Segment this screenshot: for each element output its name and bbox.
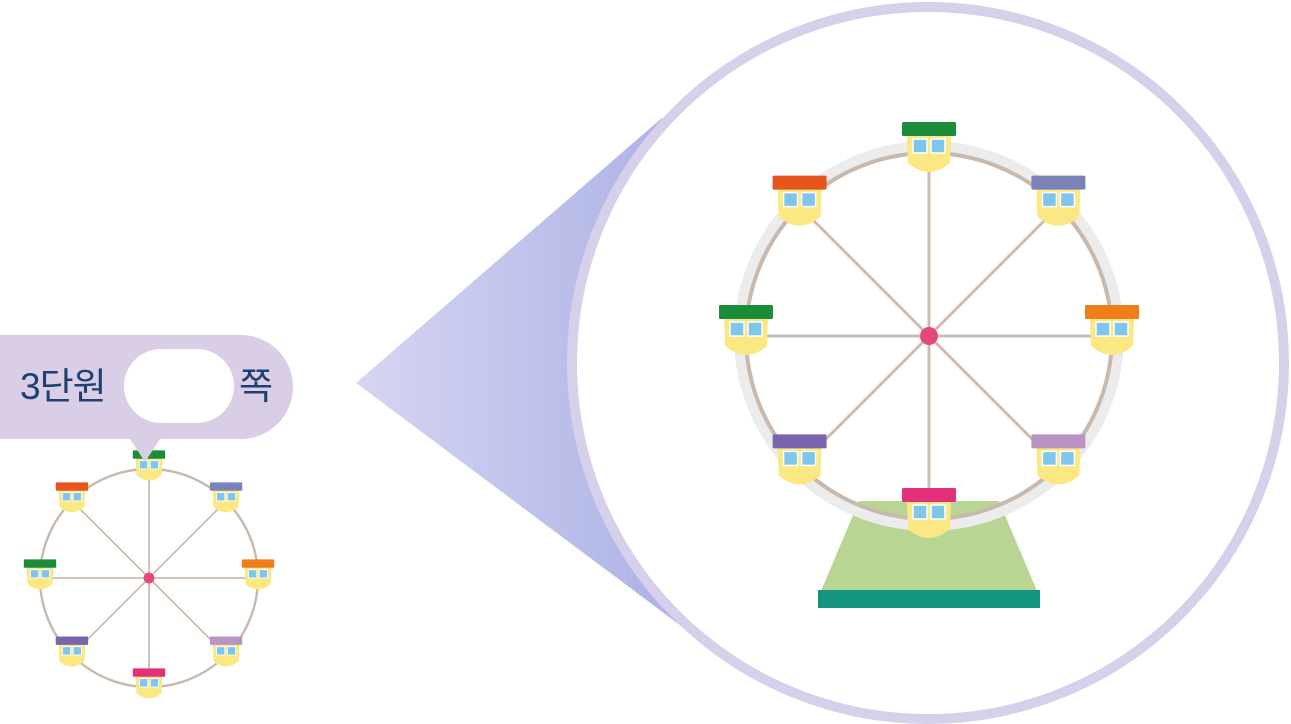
gondola-window xyxy=(216,646,226,656)
gondola-roof xyxy=(719,305,773,319)
gondola-window xyxy=(247,569,258,579)
gondola-window xyxy=(930,504,946,520)
wheel-spoke xyxy=(71,500,150,579)
gondola-upper-right xyxy=(209,482,243,513)
gondola-window xyxy=(216,492,226,502)
gondola-window xyxy=(61,646,72,656)
wheel-base-bar xyxy=(818,590,1040,608)
gondola-window xyxy=(72,492,82,502)
gondola-roof xyxy=(772,175,827,190)
gondola-roof xyxy=(55,636,89,645)
gondola-window xyxy=(29,569,40,579)
gondola-upper-left xyxy=(772,175,827,226)
gondola-bottom xyxy=(902,488,956,538)
wheel-spoke xyxy=(798,205,931,338)
gondola-window xyxy=(226,646,237,656)
gondola-window xyxy=(912,138,928,154)
gondola-roof xyxy=(55,482,89,491)
gondola-top xyxy=(902,122,956,172)
gondola-window xyxy=(782,191,799,208)
wheel-spoke xyxy=(148,500,227,579)
gondola-window xyxy=(1059,450,1076,467)
gondola-lower-left xyxy=(55,636,89,667)
gondola-window xyxy=(72,646,82,656)
gondola-right xyxy=(1085,305,1139,355)
gondola-window xyxy=(149,678,160,688)
gondola-roof xyxy=(23,559,57,568)
gondola-window xyxy=(1041,450,1058,467)
wheel-hub xyxy=(920,327,938,345)
gondola-window xyxy=(61,492,72,502)
gondola-window xyxy=(138,678,149,688)
bubble-pointer xyxy=(128,436,162,462)
gondola-window xyxy=(226,492,237,502)
gondola-upper-left xyxy=(55,482,89,513)
gondola-window xyxy=(1041,191,1058,208)
gondola-left xyxy=(23,559,57,590)
gondola-window xyxy=(729,321,745,337)
gondola-roof xyxy=(1085,305,1139,319)
gondola-roof xyxy=(209,482,243,491)
unit-label: 3단원 xyxy=(20,366,107,407)
page-suffix-label: 쪽 xyxy=(239,366,274,407)
page-number-blank xyxy=(124,349,234,423)
gondola-window xyxy=(800,191,817,208)
gondola-window xyxy=(258,569,269,579)
gondola-window xyxy=(912,504,928,520)
gondola-bottom xyxy=(132,668,166,699)
small-ferris-wheel xyxy=(23,450,275,699)
large-ferris-wheel xyxy=(719,122,1139,608)
wheel-stand xyxy=(821,501,1037,591)
gondola-window xyxy=(1059,191,1076,208)
wheel-hub xyxy=(143,572,155,584)
gondola-upper-right xyxy=(1031,175,1086,226)
gondola-roof xyxy=(209,636,243,645)
gondola-window xyxy=(1095,321,1111,337)
gondola-roof xyxy=(132,668,166,677)
gondola-lower-right xyxy=(1031,434,1086,485)
gondola-lower-right xyxy=(209,636,243,667)
gondola-roof xyxy=(902,122,956,136)
gondola-window xyxy=(930,138,946,154)
gondola-roof xyxy=(1031,434,1086,449)
gondola-window xyxy=(747,321,763,337)
gondola-window xyxy=(800,450,817,467)
gondola-roof xyxy=(1031,175,1086,190)
gondola-right xyxy=(241,559,275,590)
wheel-spoke xyxy=(927,205,1060,338)
gondola-lower-left xyxy=(772,434,827,485)
gondola-roof xyxy=(241,559,275,568)
gondola-left xyxy=(719,305,773,355)
gondola-window xyxy=(40,569,51,579)
gondola-roof xyxy=(772,434,827,449)
gondola-window xyxy=(782,450,799,467)
gondola-roof xyxy=(902,488,956,502)
gondola-window xyxy=(1113,321,1129,337)
